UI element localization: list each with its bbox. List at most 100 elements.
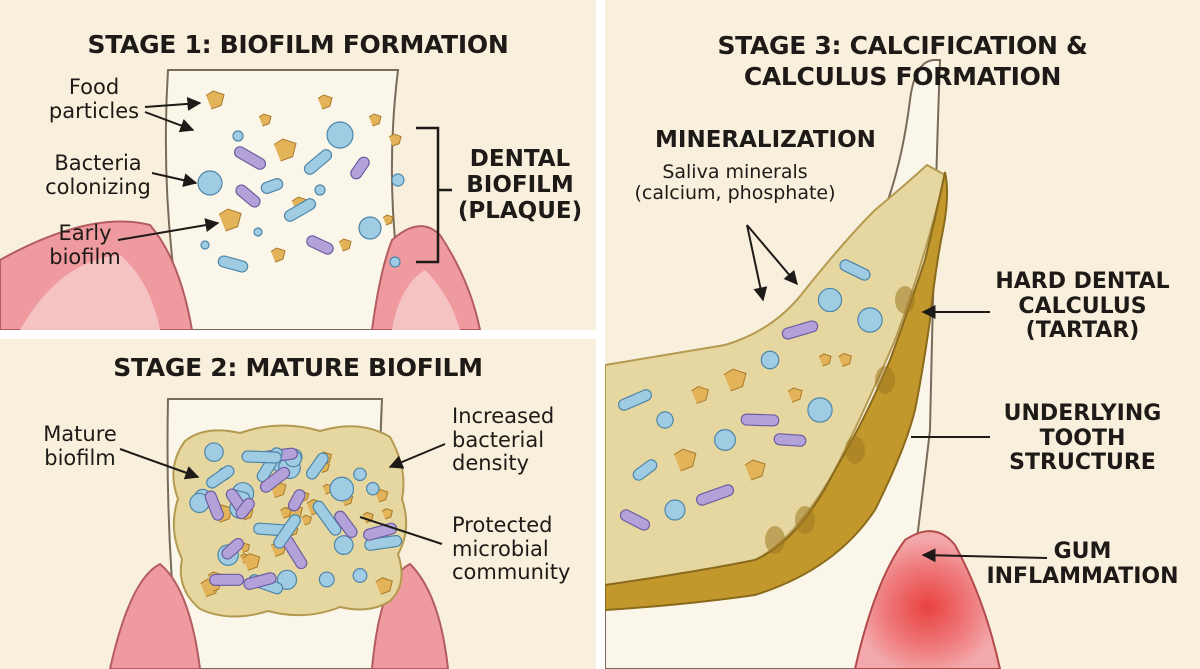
- coccus-bacterium: [352, 568, 368, 583]
- saliva-minerals-label: Saliva minerals(calcium, phosphate): [634, 161, 836, 205]
- coccus-bacterium: [358, 216, 382, 240]
- coccus-bacterium: [353, 467, 367, 482]
- rod-bacterium: [241, 450, 282, 464]
- coccus-bacterium: [366, 481, 380, 496]
- coccus-bacterium: [664, 499, 686, 521]
- rod-bacterium: [305, 452, 329, 480]
- coccus-bacterium: [807, 397, 833, 423]
- arrow-saliva-1: [746, 224, 768, 302]
- coccus-bacterium: [314, 184, 326, 196]
- coccus-bacterium: [329, 476, 355, 502]
- food-particle: [723, 368, 747, 392]
- rod-bacterium: [204, 490, 224, 521]
- divider-vertical: [596, 0, 605, 669]
- rod-bacterium: [618, 389, 652, 411]
- rod-bacterium: [235, 497, 255, 520]
- coccus-bacterium: [857, 307, 883, 333]
- food-particle: [744, 459, 766, 481]
- rod-bacterium: [283, 198, 317, 222]
- rod-bacterium: [773, 433, 807, 447]
- gum-left: [108, 562, 202, 669]
- stage3-title: STAGE 3: CALCIFICATION & CALCULUS FORMAT…: [717, 31, 1088, 92]
- rod-bacterium: [209, 573, 245, 586]
- gum-left-inner: [20, 255, 160, 330]
- food-particle: [317, 94, 333, 110]
- food-particle: [375, 577, 393, 595]
- food-particle: [673, 448, 697, 472]
- calculus-nodule: [765, 526, 785, 554]
- food-particle: [691, 386, 710, 404]
- coccus-bacterium: [253, 227, 263, 237]
- arrow-saliva-2: [746, 224, 798, 286]
- food-particle: [205, 90, 225, 110]
- coccus-bacterium: [714, 429, 736, 451]
- food-particle: [218, 208, 242, 232]
- food-particle: [270, 247, 286, 263]
- calculus-nodule: [875, 366, 895, 394]
- stage1-illustration: [0, 69, 482, 330]
- coccus-bacterium: [656, 411, 674, 429]
- coccus-bacterium: [333, 535, 354, 555]
- rod-bacterium: [619, 509, 651, 531]
- gum-right-inner: [392, 270, 460, 330]
- calculus-nodule: [845, 436, 865, 464]
- arrow-density: [388, 443, 446, 469]
- arrow-food-1: [144, 96, 202, 111]
- rod-bacterium: [221, 537, 245, 560]
- coccus-bacterium: [391, 173, 405, 187]
- coccus-bacterium: [197, 170, 223, 196]
- food-particle: [838, 353, 853, 367]
- rod-bacterium: [839, 259, 871, 281]
- rod-bacterium: [217, 255, 249, 273]
- rod-bacterium: [781, 320, 819, 340]
- rod-bacterium: [260, 178, 284, 194]
- rod-bacterium: [287, 489, 306, 512]
- food-particle: [787, 387, 803, 403]
- rod-bacterium: [695, 484, 735, 506]
- rod-bacterium: [233, 146, 267, 170]
- rod-bacterium: [632, 459, 658, 481]
- arrow-food-2: [144, 111, 195, 133]
- rod-bacterium: [206, 465, 235, 489]
- calculus-nodule: [795, 506, 815, 534]
- food-particle: [338, 238, 352, 252]
- mineralization-label: MINERALIZATION: [655, 127, 876, 153]
- food-particle: [258, 113, 272, 127]
- rod-bacterium: [334, 510, 358, 539]
- divider-horizontal: [0, 330, 596, 339]
- stage3-panel: STAGE 3: CALCIFICATION & CALCULUS FORMAT…: [605, 0, 1200, 669]
- stage2-illustration: [108, 398, 450, 669]
- coccus-bacterium: [232, 130, 244, 142]
- coccus-bacterium: [318, 571, 335, 588]
- arrow-mature: [119, 448, 200, 480]
- rod-bacterium: [303, 149, 333, 175]
- stage1-title: STAGE 1: BIOFILM FORMATION: [87, 30, 509, 59]
- coccus-bacterium: [389, 256, 401, 268]
- tooth: [164, 69, 410, 330]
- rod-bacterium: [306, 235, 334, 255]
- coccus-bacterium: [326, 121, 354, 149]
- rod-bacterium: [363, 522, 398, 541]
- food-particle: [273, 138, 297, 162]
- coccus-bacterium: [276, 569, 298, 590]
- coccus-bacterium: [204, 442, 224, 462]
- coccus-bacterium: [817, 287, 843, 313]
- arrow-early: [117, 218, 220, 241]
- coccus-bacterium: [200, 240, 210, 250]
- food-particle: [381, 508, 394, 520]
- stage3-illustration: [605, 59, 1048, 669]
- food-particle: [301, 514, 312, 526]
- plaque-bracket: [416, 126, 452, 264]
- line-protected: [359, 516, 443, 545]
- rod-bacterium: [350, 156, 370, 180]
- food-particle: [368, 113, 382, 127]
- rod-bacterium: [235, 184, 261, 208]
